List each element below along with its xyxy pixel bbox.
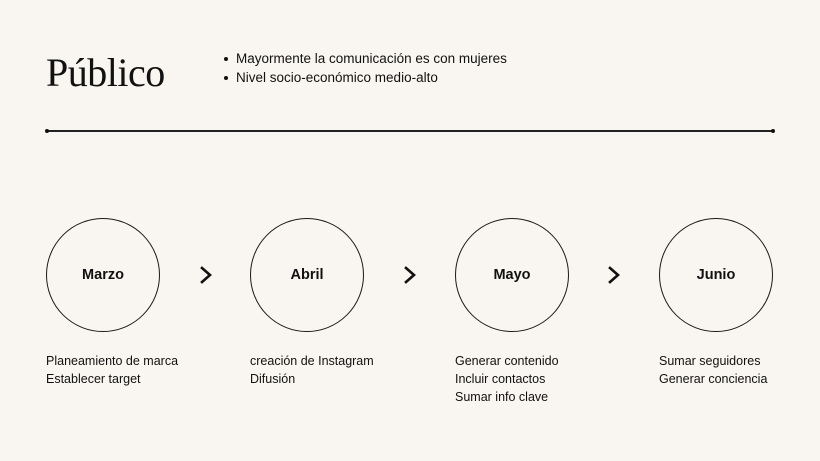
month-label: Junio: [696, 267, 736, 283]
step-item: Sumar seguidores: [659, 354, 761, 368]
step-item: Difusión: [250, 372, 296, 386]
chevron-right-icon: [608, 266, 620, 284]
horizontal-divider: [45, 128, 775, 132]
step-item: Establecer target: [46, 372, 141, 386]
step-item: Generar conciencia: [659, 372, 768, 386]
timeline-step-marzo: Marzo Planeamiento de marca Establecer t…: [46, 218, 226, 388]
step-item: Generar contenido: [455, 354, 559, 368]
step-item: creación de Instagram: [250, 354, 374, 368]
month-circle: Abril: [250, 218, 364, 332]
step-item: Sumar info clave: [455, 390, 549, 404]
step-description: Sumar seguidores Generar conciencia: [659, 352, 820, 388]
chevron-right-icon: [404, 266, 416, 284]
bullet-item: Nivel socio-económico medio-alto: [222, 68, 507, 87]
step-item: Planeamiento de marca: [46, 354, 179, 368]
timeline-step-mayo: Mayo Generar contenido Incluir contactos…: [455, 218, 635, 406]
month-label: Marzo: [82, 267, 124, 283]
timeline-step-junio: Junio Sumar seguidores Generar concienci…: [659, 218, 820, 388]
month-circle: Junio: [659, 218, 773, 332]
audience-bullet-list: Mayormente la comunicación es con mujere…: [222, 49, 507, 87]
chevron-right-icon: [200, 266, 212, 284]
month-label: Mayo: [493, 267, 531, 283]
step-description: Planeamiento de marca Establecer target: [46, 352, 226, 388]
step-description: Generar contenido Incluir contactos Suma…: [455, 352, 635, 406]
bullet-item: Mayormente la comunicación es con mujere…: [222, 49, 507, 68]
page-title: Público: [46, 50, 165, 95]
month-circle: Marzo: [46, 218, 160, 332]
month-circle: Mayo: [455, 218, 569, 332]
step-item: Incluir contactos: [455, 372, 546, 386]
timeline-step-abril: Abril creación de Instagram Difusión: [250, 218, 430, 388]
step-description: creación de Instagram Difusión: [250, 352, 430, 388]
month-label: Abril: [290, 267, 324, 283]
